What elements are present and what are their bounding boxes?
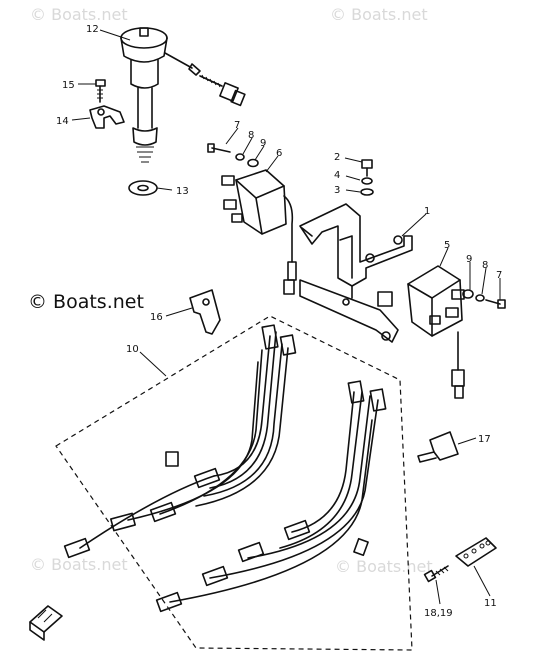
callout-4: 4 [334,170,340,181]
callout-7-left: 7 [234,120,240,131]
watermark-bottom-right: © Boats.net [335,557,433,576]
watermark-bottom-left: © Boats.net [30,555,128,574]
ignition-coil-part-6 [221,169,297,295]
bolt-washer-set-right [462,289,506,309]
callout-9-left: 9 [260,138,266,149]
distributor-part [120,27,246,163]
callout-2: 2 [334,152,340,163]
watermark-top-left: © Boats.net [30,5,128,24]
washer-part-13 [128,180,158,196]
callout-17: 17 [478,434,491,445]
callout-13: 13 [176,186,189,197]
callout-8-right: 8 [482,260,488,271]
callout-labels: 12 15 14 13 7 8 9 6 2 4 3 1 5 9 8 7 16 1… [56,24,502,619]
clip-part-16 [189,289,221,335]
screw-part-18-19 [423,565,449,583]
main-watermark: © Boats.net [28,291,144,313]
leader-lines [71,29,501,605]
callout-7-right: 7 [496,270,502,281]
screw-part-15 [95,79,106,103]
callout-9-right: 9 [466,254,472,265]
callout-14: 14 [56,116,69,127]
callout-18-19: 18,19 [424,608,453,619]
callout-11: 11 [484,598,497,609]
callout-16: 16 [150,312,163,323]
bolt-washer-set-left [207,143,259,168]
ignition-coil-part-5 [407,265,465,399]
callout-1: 1 [424,206,430,217]
callout-10: 10 [126,344,139,355]
plug-lead-kit-part-10 [55,315,413,651]
clamp-part-14 [89,105,125,129]
callout-5: 5 [444,240,450,251]
connector-part [29,605,63,641]
callout-8-left: 8 [248,130,254,141]
holder-part-17 [417,431,459,463]
callout-15: 15 [62,80,75,91]
callout-6: 6 [276,148,282,159]
callout-3: 3 [334,185,340,196]
grommet-part-11 [455,537,497,567]
bracket-part-1 [299,203,413,343]
callout-12: 12 [86,24,99,35]
watermark-top-right: © Boats.net [330,5,428,24]
bolt-washer-set-center [360,159,374,196]
